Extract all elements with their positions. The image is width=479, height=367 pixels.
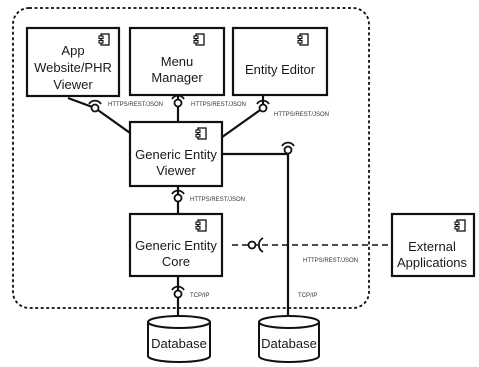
entity-editor-line-1: Entity Editor: [245, 62, 316, 77]
connector-label-external: HTTPS/REST/JSON: [303, 258, 358, 264]
app-website-line-1: App: [61, 43, 84, 58]
viewer-line-1: Generic Entity: [135, 147, 217, 162]
connector-label-menu: HTTPS/REST/JSON: [191, 102, 246, 108]
connector-lines: [67, 95, 290, 320]
external-line-2: Applications: [397, 255, 468, 270]
database-core-label: Database: [151, 336, 207, 351]
database-viewer: Database: [258, 315, 320, 363]
component-generic-entity-core: Generic Entity Core: [128, 212, 224, 278]
component-generic-entity-viewer: Generic Entity Viewer: [128, 120, 224, 188]
external-line-1: External: [408, 239, 456, 254]
component-entity-editor: Entity Editor: [231, 26, 329, 97]
database-core: Database: [147, 315, 211, 363]
component-external-applications: External Applications: [390, 212, 476, 278]
interface-symbols: [88, 94, 295, 299]
connector-label-editor: HTTPS/REST/JSON: [274, 112, 329, 118]
core-line-1: Generic Entity: [135, 238, 217, 253]
menu-manager-line-2: Manager: [151, 70, 203, 85]
component-menu-manager: Menu Manager: [128, 26, 226, 97]
menu-manager-line-1: Menu: [161, 54, 194, 69]
app-website-line-3: Viewer: [53, 77, 93, 92]
database-viewer-label: Database: [261, 336, 317, 351]
connector-label-tcp-viewer: TCP/IP: [298, 293, 317, 299]
system-boundary: [12, 7, 370, 309]
connector-label-core: HTTPS/REST/JSON: [190, 197, 245, 203]
app-website-line-2: Website/PHR: [34, 60, 112, 75]
core-line-2: Core: [162, 254, 190, 269]
viewer-line-2: Viewer: [156, 163, 196, 178]
component-app-website: App Website/PHR Viewer: [25, 26, 121, 98]
connector-label-tcp-core: TCP/IP: [190, 293, 209, 299]
connector-label-app: HTTPS/REST/JSON: [108, 102, 163, 108]
